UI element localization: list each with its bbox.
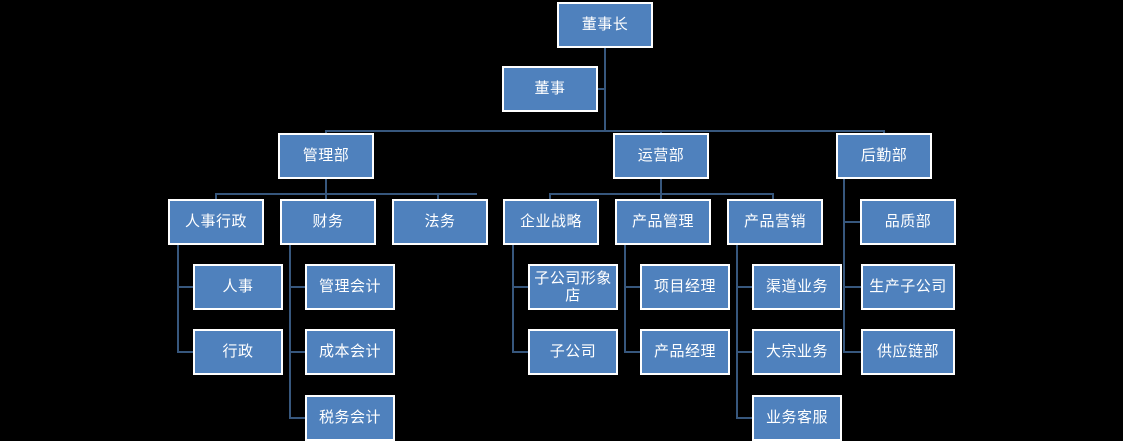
connector-management-stem — [325, 177, 327, 195]
node-chairman[interactable]: 董事长 — [557, 2, 653, 48]
connector-pm-to-product-manager — [624, 351, 640, 353]
node-product-management[interactable]: 产品管理 — [615, 199, 711, 245]
node-finance[interactable]: 财务 — [280, 199, 376, 245]
connector-marketing-to-channel — [736, 286, 752, 288]
node-operations-dept[interactable]: 运营部 — [613, 133, 709, 179]
connector-hr-admin-spine — [177, 243, 179, 353]
connector-corporate-strategy-spine — [512, 243, 514, 353]
node-project-manager[interactable]: 项目经理 — [640, 264, 730, 310]
node-quality-dept[interactable]: 品质部 — [860, 199, 956, 245]
connector-product-marketing-spine — [736, 243, 738, 418]
node-logistics-dept[interactable]: 后勤部 — [836, 133, 932, 179]
node-management-dept[interactable]: 管理部 — [278, 133, 374, 179]
connector-logistics-spine — [843, 177, 845, 352]
connector-level3-bar — [325, 130, 885, 132]
node-cost-accounting[interactable]: 成本会计 — [305, 329, 395, 375]
connector-drop-finance — [325, 193, 327, 201]
connector-hr-admin-to-hr — [177, 286, 193, 288]
node-subsidiary-image-store[interactable]: 子公司形象店 — [528, 264, 618, 310]
connector-drop-product-management — [660, 193, 662, 201]
connector-chairman-to-director — [596, 88, 606, 90]
node-channel-business[interactable]: 渠道业务 — [752, 264, 842, 310]
connector-strategy-to-image-store — [512, 286, 528, 288]
connector-finance-to-cost-accounting — [289, 351, 305, 353]
connector-hr-admin-to-admin — [177, 351, 193, 353]
node-supply-chain-dept[interactable]: 供应链部 — [861, 329, 955, 375]
connector-logistics-to-production-subsidiary — [843, 286, 861, 288]
node-corporate-strategy[interactable]: 企业战略 — [503, 199, 599, 245]
connector-product-management-spine — [624, 243, 626, 353]
node-subsidiary[interactable]: 子公司 — [528, 329, 618, 375]
node-legal[interactable]: 法务 — [392, 199, 488, 245]
node-product-marketing[interactable]: 产品营销 — [727, 199, 823, 245]
node-hr-admin[interactable]: 人事行政 — [168, 199, 264, 245]
node-director[interactable]: 董事 — [502, 66, 598, 112]
connector-logistics-to-quality — [843, 221, 861, 223]
connector-finance-to-tax-accounting — [289, 417, 305, 419]
connector-marketing-to-bulk — [736, 351, 752, 353]
node-tax-accounting[interactable]: 税务会计 — [305, 395, 395, 441]
connector-drop-hr-admin — [215, 193, 217, 201]
connector-finance-spine — [289, 243, 291, 418]
connector-drop-product-marketing — [772, 193, 774, 201]
node-bulk-business[interactable]: 大宗业务 — [752, 329, 842, 375]
node-production-subsidiary[interactable]: 生产子公司 — [861, 264, 955, 310]
connector-operations-stem — [660, 177, 662, 195]
connector-marketing-to-customer-service — [736, 417, 752, 419]
connector-management-bar — [215, 193, 477, 195]
connector-drop-legal — [437, 193, 439, 201]
node-hr[interactable]: 人事 — [193, 264, 283, 310]
node-management-accounting[interactable]: 管理会计 — [305, 264, 395, 310]
node-admin[interactable]: 行政 — [193, 329, 283, 375]
connector-strategy-to-subsidiary — [512, 351, 528, 353]
node-business-customer-service[interactable]: 业务客服 — [752, 395, 842, 441]
connector-logistics-to-supply-chain — [843, 351, 861, 353]
connector-finance-to-management-accounting — [289, 286, 305, 288]
connector-pm-to-project-manager — [624, 286, 640, 288]
connector-drop-corporate-strategy — [549, 193, 551, 201]
node-product-manager[interactable]: 产品经理 — [640, 329, 730, 375]
